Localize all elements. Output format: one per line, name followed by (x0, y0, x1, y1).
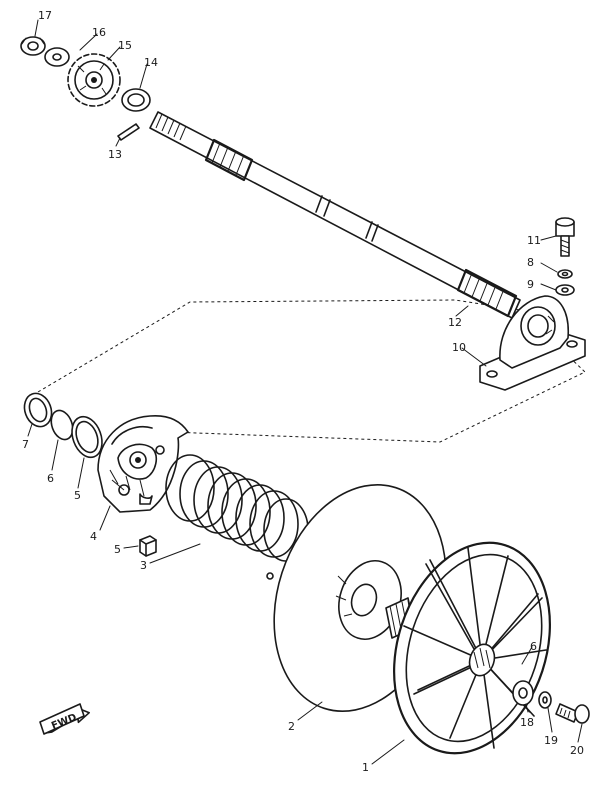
part-19-collar (512, 680, 534, 706)
callout-10: 9 (527, 278, 534, 291)
callout-18: 17 (38, 9, 52, 22)
callout-9: 10 (452, 341, 466, 354)
callout-6-ring: 5 (74, 489, 81, 502)
callout-5: 5 (114, 543, 121, 556)
callout-11: 8 (527, 256, 534, 269)
callout-20: 19 (544, 734, 558, 747)
leader-lines (27, 19, 583, 765)
callout-6-hub: 6 (530, 640, 537, 653)
part-5-retainer (139, 535, 157, 557)
part-15-collar (121, 88, 151, 112)
callout-14: 13 (108, 148, 122, 161)
part-21-bolt (555, 703, 590, 724)
part-18-nut (20, 36, 46, 56)
part-20-washer (538, 691, 552, 709)
part-7-snap-ring (50, 409, 74, 441)
part-11-lock-washer (557, 269, 573, 279)
callout-15: 14 (144, 56, 158, 69)
part-14-key (117, 123, 140, 141)
part-17-washer (44, 47, 70, 67)
part-10-washer (555, 284, 575, 296)
callout-19: 18 (520, 716, 534, 729)
part-16-sprocket (67, 53, 121, 107)
callout-17: 16 (92, 26, 106, 39)
callout-1: 1 (362, 761, 369, 774)
assembly-guide-dashed-line (37, 299, 586, 443)
part-9-bearing-housing (479, 295, 586, 391)
part-8-ring (23, 392, 53, 428)
callout-13: 12 (448, 316, 462, 329)
part-12-bolt (555, 217, 575, 257)
callout-3: 3 (140, 559, 147, 572)
part-1-fixed-sheave (393, 541, 551, 755)
fwd-direction-arrow: FWD (39, 703, 91, 735)
callout-16: 15 (118, 39, 132, 52)
part-6-spacer-ring (71, 415, 103, 459)
callout-4: 4 (90, 530, 97, 543)
callout-8: 7 (22, 438, 29, 451)
callout-7: 6 (47, 472, 54, 485)
callout-12: 11 (527, 234, 541, 247)
callout-2: 2 (288, 720, 295, 733)
part-13-shaft (149, 111, 521, 319)
callout-21: 20 (570, 744, 584, 757)
